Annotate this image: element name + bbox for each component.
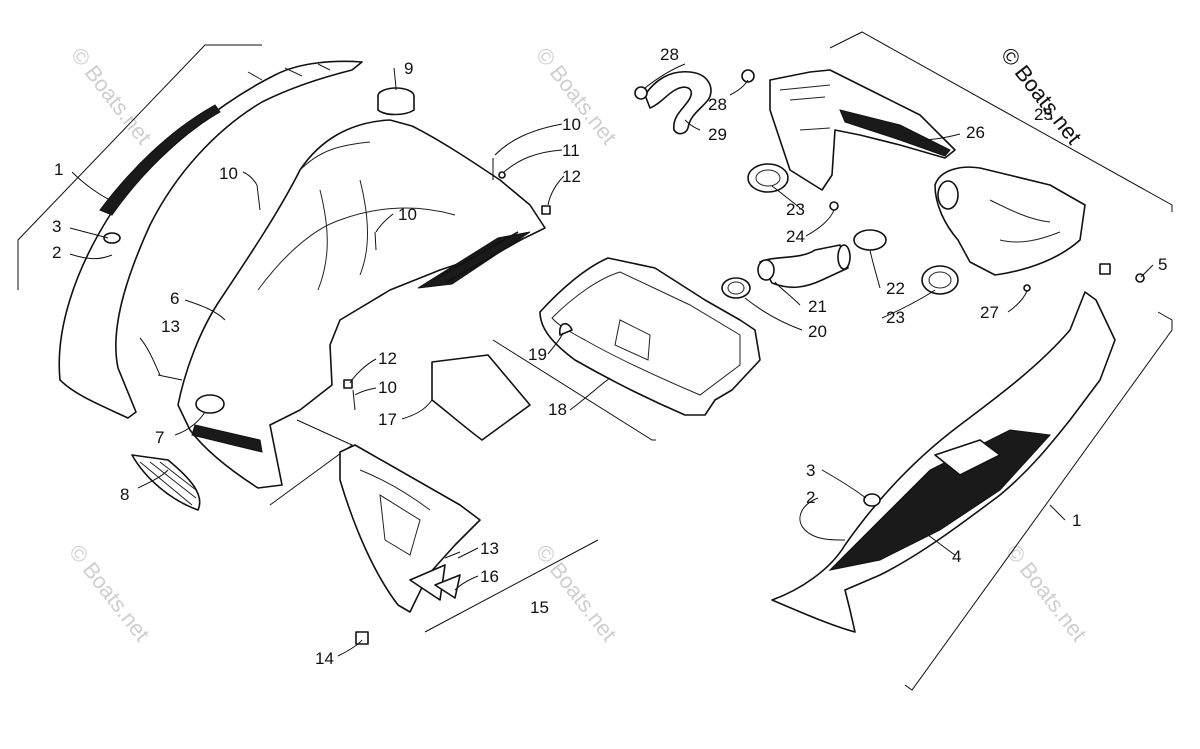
callout-2-left: 2 [52, 243, 61, 262]
callout-1-right: 1 [1072, 511, 1081, 530]
left-emblem-3 [103, 232, 121, 244]
callout-17: 17 [378, 410, 397, 429]
callout-28-a: 28 [660, 45, 679, 64]
callout-10-c: 10 [562, 115, 581, 134]
bracket-right-side-panel [904, 311, 1173, 691]
callout-13-b: 13 [480, 539, 499, 558]
callout-19: 19 [528, 345, 547, 364]
lower-panel-15 [339, 444, 481, 613]
clamp-28-left [634, 86, 648, 100]
callout-3-left: 3 [52, 217, 61, 236]
fasteners [157, 158, 1145, 559]
callout-23-b: 23 [886, 308, 905, 327]
callout-10-d: 10 [378, 378, 397, 397]
callout-20: 20 [808, 322, 827, 341]
clip-14 [355, 631, 369, 645]
right-side-panel [771, 291, 1116, 633]
watermark-bottom-right: © Boats.net [1001, 540, 1092, 646]
callout-12-a: 12 [562, 167, 581, 186]
callout-13-a: 13 [161, 317, 180, 336]
callout-2-right: 2 [806, 488, 815, 507]
clamp-28-right [741, 69, 755, 83]
hose-29 [634, 69, 755, 135]
callout-15: 15 [530, 598, 549, 617]
callout-22: 22 [886, 279, 905, 298]
callout-27: 27 [980, 303, 999, 322]
callout-5: 5 [1158, 255, 1167, 274]
callout-14: 14 [315, 649, 334, 668]
bracket-airbox-18 [492, 339, 656, 441]
leader-lines [69, 63, 1154, 657]
watermark-bottom-left: © Boats.net [64, 540, 155, 646]
callout-8: 8 [120, 485, 129, 504]
grommets-23 [747, 163, 959, 295]
intake-tube-assembly [721, 244, 851, 299]
hood-emblem [195, 394, 225, 414]
silencer-25 [934, 166, 1086, 276]
grommet-20 [721, 277, 751, 299]
callout-29: 29 [708, 125, 727, 144]
callout-16: 16 [480, 567, 499, 586]
callout-26: 26 [966, 123, 985, 142]
callout-9: 9 [404, 59, 413, 78]
watermark-bottom-center: © Boats.net [531, 540, 622, 646]
watermark-top-left: © Boats.net [66, 43, 157, 149]
callout-7: 7 [155, 428, 164, 447]
callout-10-b: 10 [398, 205, 417, 224]
callout-labels: 1 3 2 6 13 7 8 9 10 10 10 11 12 12 10 17… [52, 45, 1167, 668]
callout-3-right: 3 [806, 461, 815, 480]
hood-assembly [177, 87, 546, 489]
callout-11: 11 [562, 141, 580, 160]
mesh-grille-8 [131, 454, 201, 511]
callout-23-a: 23 [786, 200, 805, 219]
group-brackets [17, 31, 1173, 691]
callout-24: 24 [786, 227, 805, 246]
callout-21: 21 [808, 297, 827, 316]
windshield-17 [431, 354, 531, 441]
left-side-panel [58, 60, 363, 419]
callout-10-a: 10 [219, 164, 238, 183]
bracket-left-side-panel [17, 44, 262, 290]
right-emblem-3 [863, 493, 881, 507]
air-duct-26 [769, 69, 956, 191]
airbox-18 [539, 257, 761, 416]
callout-18: 18 [548, 400, 567, 419]
callout-28-b: 28 [708, 95, 727, 114]
callout-4: 4 [952, 547, 961, 566]
callout-1-left: 1 [54, 160, 63, 179]
callout-6: 6 [170, 289, 179, 308]
callout-25: 25 [1034, 105, 1053, 124]
clamp-22 [853, 229, 887, 251]
bracket-lower-panel-15 [424, 539, 599, 633]
bracket-air-intake-25 [829, 31, 1173, 212]
callout-12-b: 12 [378, 349, 397, 368]
copyright-notice: © Boats.net [996, 43, 1087, 149]
bracket-windshield-assembly [269, 419, 353, 506]
